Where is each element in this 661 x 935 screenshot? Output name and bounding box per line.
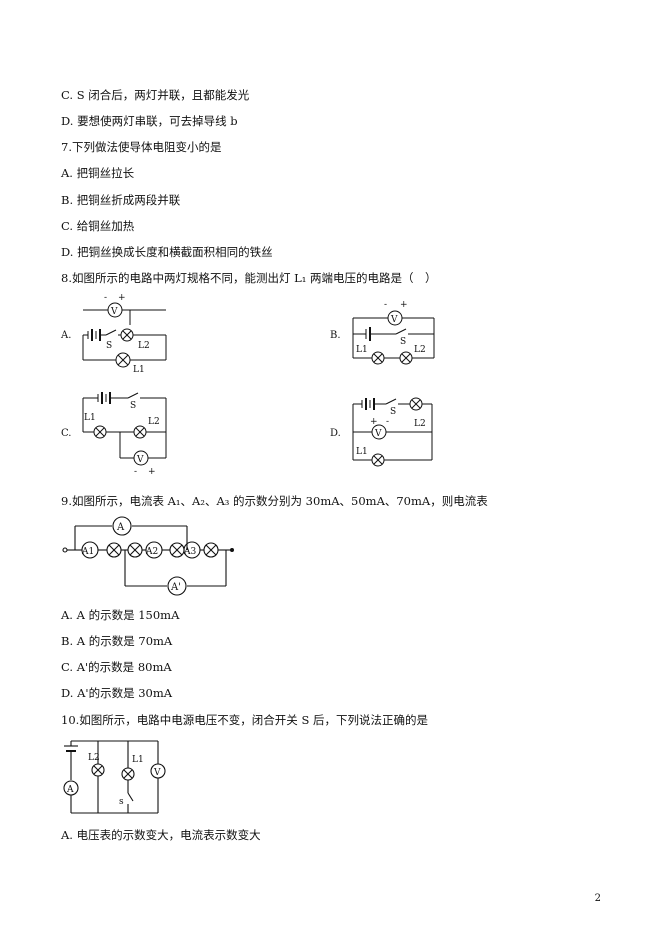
q10-l2-label: L2 [88, 753, 100, 763]
q9-ammeter-circuit: A A1 A2 A3 A' [62, 516, 234, 596]
circuit-d-diagram: V + - S L2 L1 [352, 397, 433, 467]
circuit-d-minus: - [386, 417, 389, 427]
q9-ammeter-a-label: A [116, 522, 125, 533]
q10-voltmeter-label: V [153, 768, 161, 778]
q9-ammeter-a1-label: A1 [81, 547, 94, 557]
question-10: 10.如图所示，电路中电源电压不变，闭合开关 S 后，下列说法正确的是 [61, 713, 428, 727]
circuit-c-l1-label: L1 [84, 413, 96, 423]
q10-option-a: A. 电压表的示数变大，电流表示数变大 [61, 828, 261, 842]
circuit-b-minus: - [384, 300, 387, 310]
circuit-b-voltmeter-label: V [390, 315, 398, 325]
q9-ammeter-a3-label: A3 [183, 547, 196, 557]
circuit-a-l1-label: L1 [133, 365, 145, 375]
question-8: 8.如图所示的电路中两灯规格不同，能测出灯 L₁ 两端电压的电路是（ ） [61, 271, 437, 285]
q8-label-b: B. [330, 330, 341, 341]
q10-circuit: A V L2 L1 s [63, 740, 166, 814]
question-9: 9.如图所示，电流表 A₁、A₂、A₃ 的示数分别为 30mA、50mA、70m… [61, 494, 488, 508]
circuit-c-plus: + [148, 467, 156, 477]
q9-ammeter-aprime-label: A' [170, 582, 181, 593]
q8-label-c: C. [61, 428, 72, 439]
q9-option-b: B. A 的示数是 70mA [61, 634, 173, 648]
circuit-b-l2-label: L2 [414, 345, 426, 355]
circuit-b-plus: + [400, 300, 408, 310]
option-c-q6: C. S 闭合后，两灯并联，且都能发光 [61, 88, 250, 102]
q10-switch-label: s [119, 797, 124, 807]
option-d-q6: D. 要想使两灯串联，可去掉导线 b [61, 114, 238, 128]
circuit-c-voltmeter-label: V [136, 455, 144, 465]
circuit-d-l1-label: L1 [356, 447, 368, 457]
circuit-b-switch-label: S [400, 337, 406, 347]
circuit-a-voltmeter-label: V [110, 307, 118, 317]
circuit-d-l2-label: L2 [414, 419, 426, 429]
q9-option-c: C. A'的示数是 80mA [61, 660, 172, 674]
circuit-c-l2-label: L2 [148, 417, 160, 427]
q10-l1-label: L1 [132, 755, 144, 765]
q8-label-d: D. [330, 428, 341, 439]
circuit-a-l2-label: L2 [138, 341, 150, 351]
q8-label-a: A. [61, 330, 72, 341]
q7-option-d: D. 把铜丝换成长度和横截面积相同的铁丝 [61, 245, 273, 259]
circuit-b-l1-label: L1 [356, 345, 368, 355]
circuit-a-diagram: V - + S L2 L1 [82, 293, 167, 375]
q9-ammeter-a2-label: A2 [145, 547, 158, 557]
circuit-a-switch-label: S [106, 341, 112, 351]
q7-option-a: A. 把铜丝拉长 [61, 166, 135, 180]
circuit-c-switch-label: S [130, 401, 136, 411]
q7-option-b: B. 把铜丝折成两段并联 [61, 193, 181, 207]
q9-option-d: D. A'的示数是 30mA [61, 686, 173, 700]
circuit-c-minus: - [134, 467, 137, 477]
q10-ammeter-label: A [66, 785, 74, 795]
question-7: 7.下列做法使导体电阻变小的是 [61, 140, 222, 154]
circuit-c-diagram: V - + S L1 L2 [82, 392, 167, 477]
circuit-b-diagram: V - + S L1 L2 [352, 300, 435, 365]
circuit-a-minus: - [104, 293, 107, 303]
circuit-d-voltmeter-label: V [374, 429, 382, 439]
q9-option-a: A. A 的示数是 150mA [61, 608, 180, 622]
q7-option-c: C. 给铜丝加热 [61, 219, 135, 233]
circuit-d-plus: + [370, 417, 378, 427]
circuit-a-plus: + [118, 293, 126, 303]
page-number: 2 [594, 893, 601, 904]
circuit-d-switch-label: S [390, 407, 396, 417]
